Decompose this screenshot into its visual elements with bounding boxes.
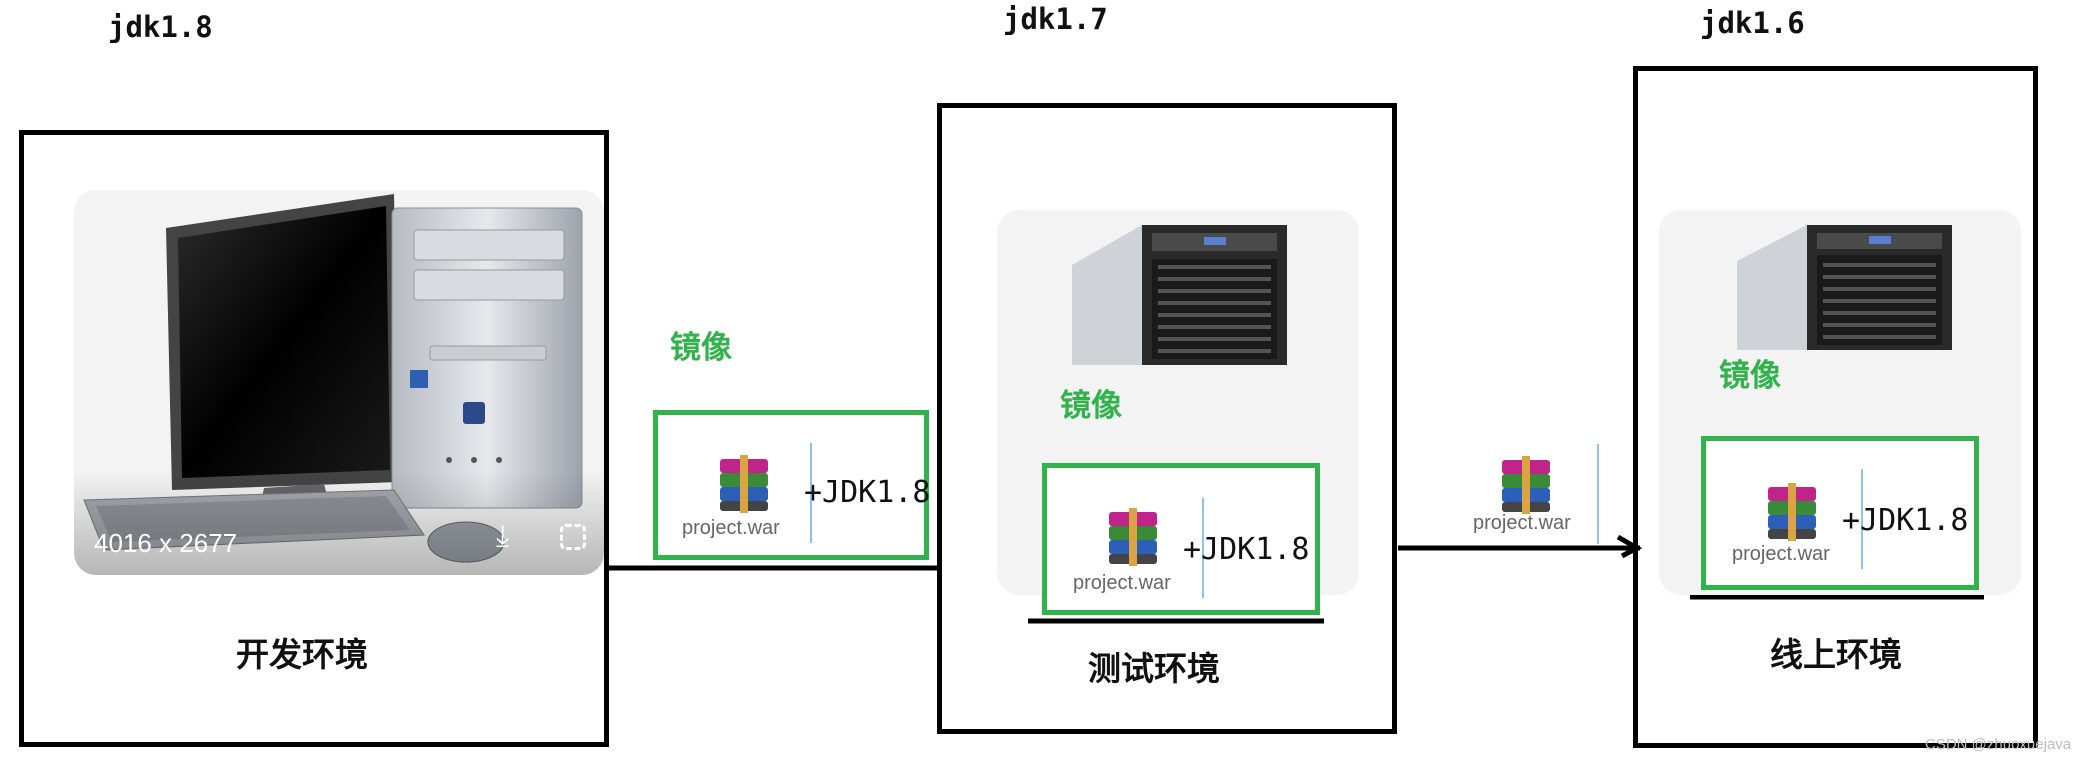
text-caret <box>1861 469 1863 569</box>
mirror-label-1: 镜像 <box>670 330 732 366</box>
jdk-addon-label: +JDK1.8 <box>804 475 931 510</box>
dev-environment-label: 开发环境 <box>236 635 368 674</box>
server-icon <box>1072 225 1287 365</box>
image-package-box-2: project.war +JDK1.8 <box>1042 463 1320 615</box>
jdk-label-prod: jdk1.6 <box>1700 6 1805 40</box>
jdk-label-test: jdk1.7 <box>1003 2 1108 36</box>
war-file-name: project.war <box>1732 543 1830 565</box>
download-icon[interactable]: ⤓ <box>496 520 510 553</box>
war-file-name: project.war <box>682 517 780 539</box>
war-file-name: project.war <box>1073 572 1171 594</box>
test-environment-box <box>937 103 1397 734</box>
image-package-box-3: project.war +JDK1.8 <box>1701 436 1979 590</box>
scan-icon[interactable] <box>560 524 586 550</box>
dev-environment-box <box>19 130 609 747</box>
rar-archive-icon <box>1502 456 1550 514</box>
server-icon <box>1737 225 1952 350</box>
jdk-addon-label: +JDK1.8 <box>1842 503 1969 538</box>
image-package-box-1: project.war +JDK1.8 <box>653 410 931 560</box>
text-caret <box>1597 444 1599 544</box>
photo-size-caption: 4016 x 2677 <box>94 528 238 558</box>
rar-archive-icon <box>1768 483 1816 541</box>
mirror-label-3: 镜像 <box>1719 358 1781 394</box>
watermark: CSDN @zhuoxuejava <box>1925 736 2072 753</box>
rar-archive-icon <box>1109 508 1157 566</box>
text-caret <box>810 443 812 543</box>
rar-archive-icon <box>720 455 768 513</box>
desktop-computer-icon <box>74 194 604 575</box>
dev-computer-photo: 4016 x 2677 ⤓ <box>74 190 604 575</box>
test-environment-label: 测试环境 <box>1088 649 1220 688</box>
jdk-label-dev: jdk1.8 <box>108 10 213 44</box>
jdk-addon-label: +JDK1.8 <box>1183 532 1310 567</box>
prod-environment-label: 线上环境 <box>1770 635 1902 674</box>
war-file-name: project.war <box>1473 512 1571 534</box>
image-package-transfer: project.war <box>1435 440 1605 550</box>
prod-environment-box <box>1633 66 2038 748</box>
text-caret <box>1202 498 1204 598</box>
mirror-label-2: 镜像 <box>1060 388 1122 424</box>
